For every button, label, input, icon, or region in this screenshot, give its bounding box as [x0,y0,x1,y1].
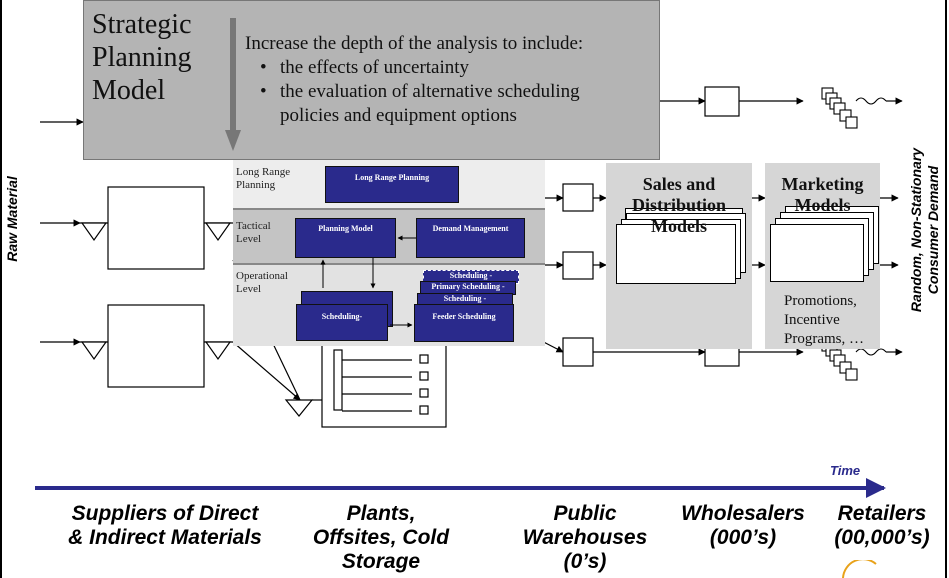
marketing-note: Promotions, Incentive Programs, … [784,293,864,347]
operational-label: Operational Level [236,270,288,295]
long-range-label: Long Range Planning [236,166,291,191]
top-wholesaler-box [704,86,740,117]
logo-fragment-icon [842,560,877,578]
bot-inventory-triangle-2 [204,341,232,361]
mid-inventory-triangle-1 [80,222,108,242]
long-range-planning-box: Long Range Planning [325,166,459,203]
consumer-demand-label: Random, Non-Stationary Consumer Demand [908,147,941,313]
top-retailer-stack [821,87,858,129]
stage-plants-label: Plants, Offsites, Cold Storage [312,502,450,573]
sales-distribution-title: Sales and Distribution Models [631,174,727,236]
stage-suppliers-label: Suppliers of Direct & Indirect Materials [68,502,262,549]
bot-inventory-triangle-1 [80,341,108,361]
marketing-models-title: Marketing Models [781,174,864,215]
bot-supplier-box [107,304,205,388]
stage-retailers-label: Retailers (00,000’s) [834,502,930,549]
scheduling-box: Scheduling- [296,304,388,341]
mid-supplier-box [107,186,205,270]
strategic-bullet-1: the effects of uncertainty [245,56,583,80]
planning-hierarchy-panel: Long Range Planning Tactical Level Opera… [233,160,545,346]
planning-model-box: Planning Model [295,218,396,258]
marketing-model-sheet-0 [770,224,864,282]
plant-inventory-triangle [284,399,314,417]
warehouse-box-2 [562,251,594,280]
down-arrow-icon [225,18,241,151]
warehouse-box-1 [562,183,594,212]
tactical-label: Tactical Level [236,220,271,245]
demand-management-box: Demand Management [416,218,525,258]
stage-wholesalers-label: Wholesalers (000’s) [681,502,805,549]
raw-material-label: Raw Material [4,176,20,262]
stage-public-warehouses-label: Public Warehouses (0’s) [522,502,648,573]
mid-inventory-triangle-2 [204,222,232,242]
strategic-bullet-2-line-2: policies and equipment options [280,105,517,126]
hierarchy-connectors [320,235,416,328]
strategic-bullet-2: the evaluation of alternative scheduling… [245,80,583,128]
strategic-bullet-2-line-1: the evaluation of alternative scheduling [280,81,580,102]
strategic-intro: Increase the depth of the analysis to in… [245,33,584,54]
warehouse-box-3 [562,337,594,367]
time-label: Time [830,463,861,478]
sales-model-sheet-0 [616,224,736,284]
strategic-planning-title: Strategic Planning Model [92,9,192,106]
strategic-planning-description: Increase the depth of the analysis to in… [245,32,583,128]
feeder-scheduling-box: Feeder Scheduling [414,304,514,342]
